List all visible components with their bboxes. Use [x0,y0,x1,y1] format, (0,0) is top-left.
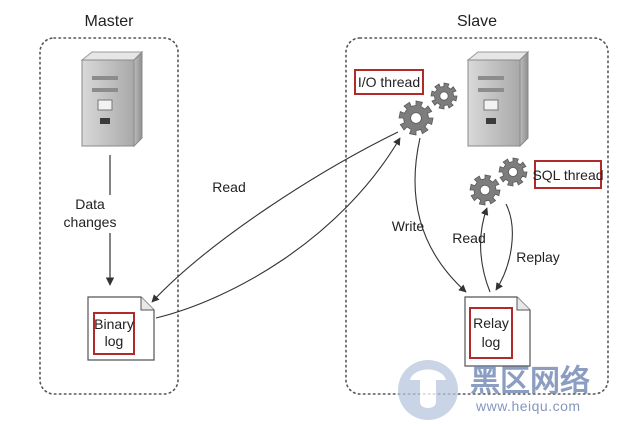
read-request-arrow [151,131,399,303]
svg-text:changes: changes [64,214,117,230]
watermark-site-name: 黑区网络 [470,364,590,399]
slave-server-icon [466,50,530,148]
sql-thread-label: SQL thread [532,160,604,189]
relay-log-label-line2: log [482,334,501,350]
io-thread-highlight [354,69,424,95]
io-gears [398,82,458,136]
watermark-url: www.heiqu.com [475,398,581,414]
gear-hole [508,167,518,177]
watermark: 黑区网络 www.heiqu.com [398,360,590,420]
replication-arrows [151,131,513,319]
relay-log-label-line1: Relay [473,315,509,331]
slave-panel-border [345,37,609,395]
master-title: Master [85,13,135,30]
relay-log-document: Relay log [464,296,531,367]
sql-gears [469,157,528,206]
gear-hole [479,184,491,196]
sql-thread-highlight [534,160,602,189]
binary-log-highlight [93,312,135,355]
gear-hole [410,112,422,124]
binary-log-label-line1: Binary [94,316,134,332]
read-binary-label: Read [212,179,245,195]
slave-title: Slave [457,13,497,30]
master-server-icon [80,50,144,148]
read-relay-label: Read [452,230,485,246]
replay-label: Replay [516,249,560,265]
master-panel-border [39,37,179,395]
gear-icon [469,174,501,206]
svg-text:I/O thread: I/O thread [358,74,420,90]
gear-icon [430,82,458,110]
replay-arrow [495,203,513,291]
document-icon [464,296,531,367]
binary-log-document: Binary log [87,296,155,361]
gear-icon [498,157,528,187]
relay-log-highlight [469,307,513,359]
watermark-logo-icon [398,360,458,420]
slave-panel: Slave I/O thread SQL thread [345,13,609,395]
write-arrow [414,137,467,293]
read-relay-arrow [480,207,491,293]
io-thread-label: I/O thread [354,69,424,95]
binlog-to-io-arrow [155,137,401,319]
master-panel: Master Data changes Binary log [39,13,179,395]
gear-icon [398,100,434,136]
data-changes-label: Data changes [64,195,117,233]
binary-log-label-line2: log [105,333,124,349]
gear-hole [439,91,449,101]
svg-text:SQL thread: SQL thread [532,167,603,183]
svg-text:Data: Data [75,196,105,212]
write-label: Write [392,218,425,234]
